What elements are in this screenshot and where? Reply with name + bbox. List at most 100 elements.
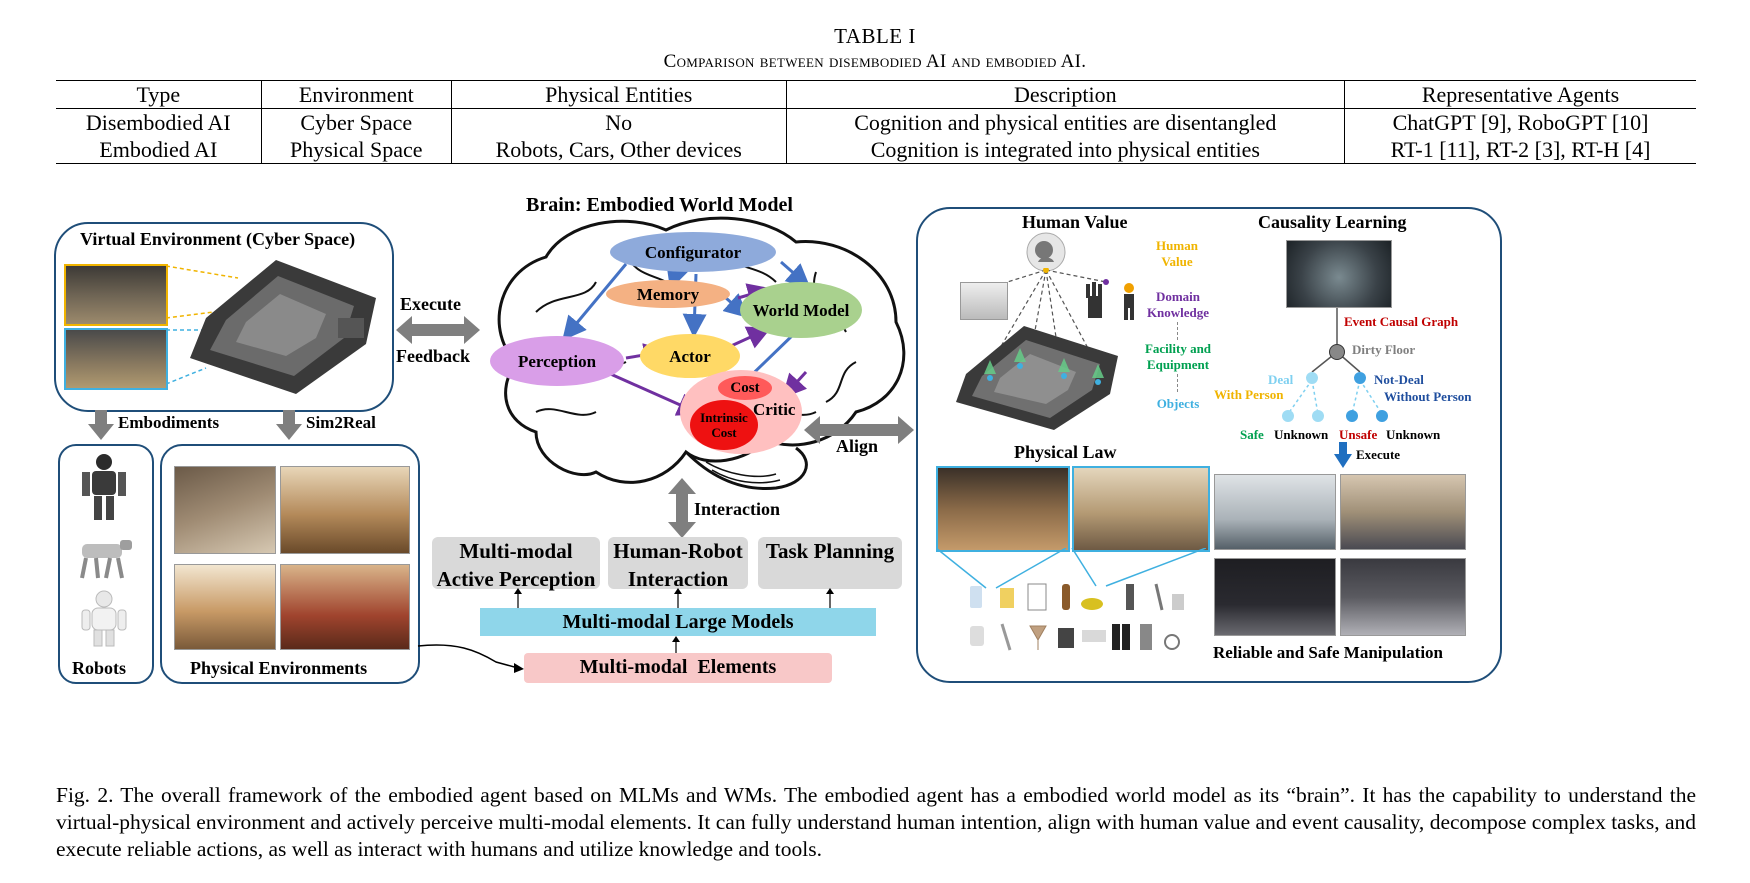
table-row: Disembodied AI Cyber Space No Cognition … <box>56 108 1696 136</box>
event-causal-graph-label: Event Causal Graph <box>1344 314 1459 329</box>
deal-label: Deal <box>1268 372 1294 387</box>
active-perception-box: Multi-modal Active Perception <box>432 537 600 591</box>
virtual-environment-title: Virtual Environment (Cyber Space) <box>80 229 356 249</box>
perception-node: Perception <box>490 336 624 386</box>
table-caption: Comparison between disembodied AI and em… <box>663 51 1087 72</box>
world-model-node: World Model <box>740 282 862 338</box>
legend-divider <box>1177 322 1178 340</box>
hv-legend-domain-knowledge: Domain Knowledge <box>1146 289 1210 320</box>
leaf-unsafe-label: Unsafe <box>1339 427 1378 442</box>
humanoid-robot-icon <box>82 454 126 520</box>
legend-divider <box>1177 374 1178 392</box>
manipulation-image <box>1340 474 1466 550</box>
virtual-map-render <box>166 260 376 394</box>
table-cell: Embodied AI <box>56 136 262 164</box>
figure-caption: Fig. 2. The overall framework of the emb… <box>56 783 1696 861</box>
head-icon <box>1026 232 1066 272</box>
deal-node <box>1306 372 1318 384</box>
interaction-label: Interaction <box>694 499 780 519</box>
cost-node: Cost <box>718 376 772 400</box>
execute-down-arrow-icon <box>1334 442 1352 468</box>
human-value-title: Human Value <box>1022 212 1128 232</box>
execute-label-right: Execute <box>1356 447 1401 462</box>
table-cell: Robots, Cars, Other devices <box>451 136 787 164</box>
critic-label: Critic <box>753 400 796 419</box>
table-cell: RT-1 [11], RT-2 [3], RT-H [4] <box>1390 137 1651 162</box>
robots-label: Robots <box>72 658 127 678</box>
table-cell: Cyber Space <box>261 108 452 136</box>
physical-env-image <box>280 564 410 650</box>
physical-env-image <box>280 466 410 554</box>
down-arrow-icon <box>276 410 302 440</box>
table-cell: Physical Space <box>261 136 452 164</box>
kitchen-object-image <box>960 282 1008 320</box>
leaf-unknown-label: Unknown <box>1386 427 1441 442</box>
dirty-floor-label: Dirty Floor <box>1352 342 1416 357</box>
humanoid-white-robot-icon <box>81 590 127 647</box>
table-cell: Cognition is integrated into physical en… <box>786 136 1346 164</box>
table-row: Embodied AI Physical Space Robots, Cars,… <box>56 136 1696 164</box>
mlm-bar: Multi-modal Large Models <box>480 608 876 636</box>
manipulation-image <box>1214 474 1336 550</box>
down-arrow-icon <box>88 410 114 440</box>
table-cell: Disembodied AI <box>56 108 262 136</box>
table-cell: ChatGPT [9], RoboGPT [10] <box>1392 110 1649 135</box>
leaf-node <box>1312 410 1324 422</box>
hv-legend-human-value: Human Value <box>1156 238 1198 269</box>
vertical-double-arrow-icon <box>668 478 696 538</box>
callout-lines <box>936 548 1206 589</box>
multimodal-elements-bar: Multi-modal Elements <box>524 653 832 683</box>
feedback-label: Feedback <box>396 346 470 366</box>
leaf-node <box>1346 410 1358 422</box>
not-deal-node <box>1354 372 1366 384</box>
quadruped-robot-icon <box>80 540 132 579</box>
not-deal-label: Not-Deal <box>1374 372 1424 387</box>
align-label: Align <box>836 436 879 456</box>
dirty-floor-node <box>1329 344 1345 360</box>
col-header: Representative Agents <box>1421 82 1620 107</box>
comparison-table: Type Environment Physical Entities Descr… <box>56 80 1696 164</box>
col-header: Physical Entities <box>451 80 787 109</box>
hv-legend-objects: Objects <box>1156 396 1200 411</box>
task-planning-box: Task Planning <box>758 537 902 589</box>
facility-map-render <box>956 326 1118 430</box>
memory-node: Memory <box>606 280 730 308</box>
physical-env-image <box>174 564 276 650</box>
table-title: TABLE I <box>834 24 916 48</box>
with-person-label: With Person <box>1214 387 1284 402</box>
double-arrow-icon <box>396 316 480 344</box>
object-icons-grid <box>970 583 1184 651</box>
physical-law-image <box>1072 466 1210 552</box>
table-cell: Cognition and physical entities are dise… <box>786 108 1346 136</box>
human-robot-interaction-box: Human-Robot Interaction <box>608 537 748 591</box>
physical-law-image <box>936 466 1070 552</box>
table-cell: No <box>451 108 787 136</box>
brain-title: Brain: Embodied World Model <box>526 194 793 216</box>
double-arrow-icon <box>804 416 914 444</box>
manipulation-image <box>1340 558 1466 636</box>
physical-law-title: Physical Law <box>1014 442 1117 462</box>
virtual-lounge-image <box>64 328 168 390</box>
causality-learning-title: Causality Learning <box>1258 212 1407 232</box>
virtual-office-image <box>64 264 168 326</box>
physical-env-image <box>174 466 276 554</box>
execute-label: Execute <box>400 294 461 314</box>
leaf-unknown-label: Unknown <box>1274 427 1329 442</box>
configurator-node: Configurator <box>610 232 776 272</box>
col-header: Type <box>56 80 262 109</box>
sim2real-label: Sim2Real <box>306 413 376 432</box>
hv-legend-facility: Facility and Equipment <box>1144 341 1212 372</box>
reliable-manipulation-label: Reliable and Safe Manipulation <box>1213 643 1444 662</box>
humanoid-figure-icon <box>1124 283 1134 320</box>
robot-hand-icon <box>1086 282 1102 318</box>
curved-connector-arrow <box>417 644 524 673</box>
physical-environments-label: Physical Environments <box>190 658 368 678</box>
upward-arrow-icon <box>672 636 680 654</box>
col-header: Environment <box>261 80 452 109</box>
leaf-node <box>1282 410 1294 422</box>
without-person-label: Without Person <box>1384 389 1472 404</box>
upward-arrows <box>514 588 834 608</box>
leaf-node <box>1376 410 1388 422</box>
table-header-row: Type Environment Physical Entities Descr… <box>56 80 1696 109</box>
leaf-safe-label: Safe <box>1240 427 1264 442</box>
